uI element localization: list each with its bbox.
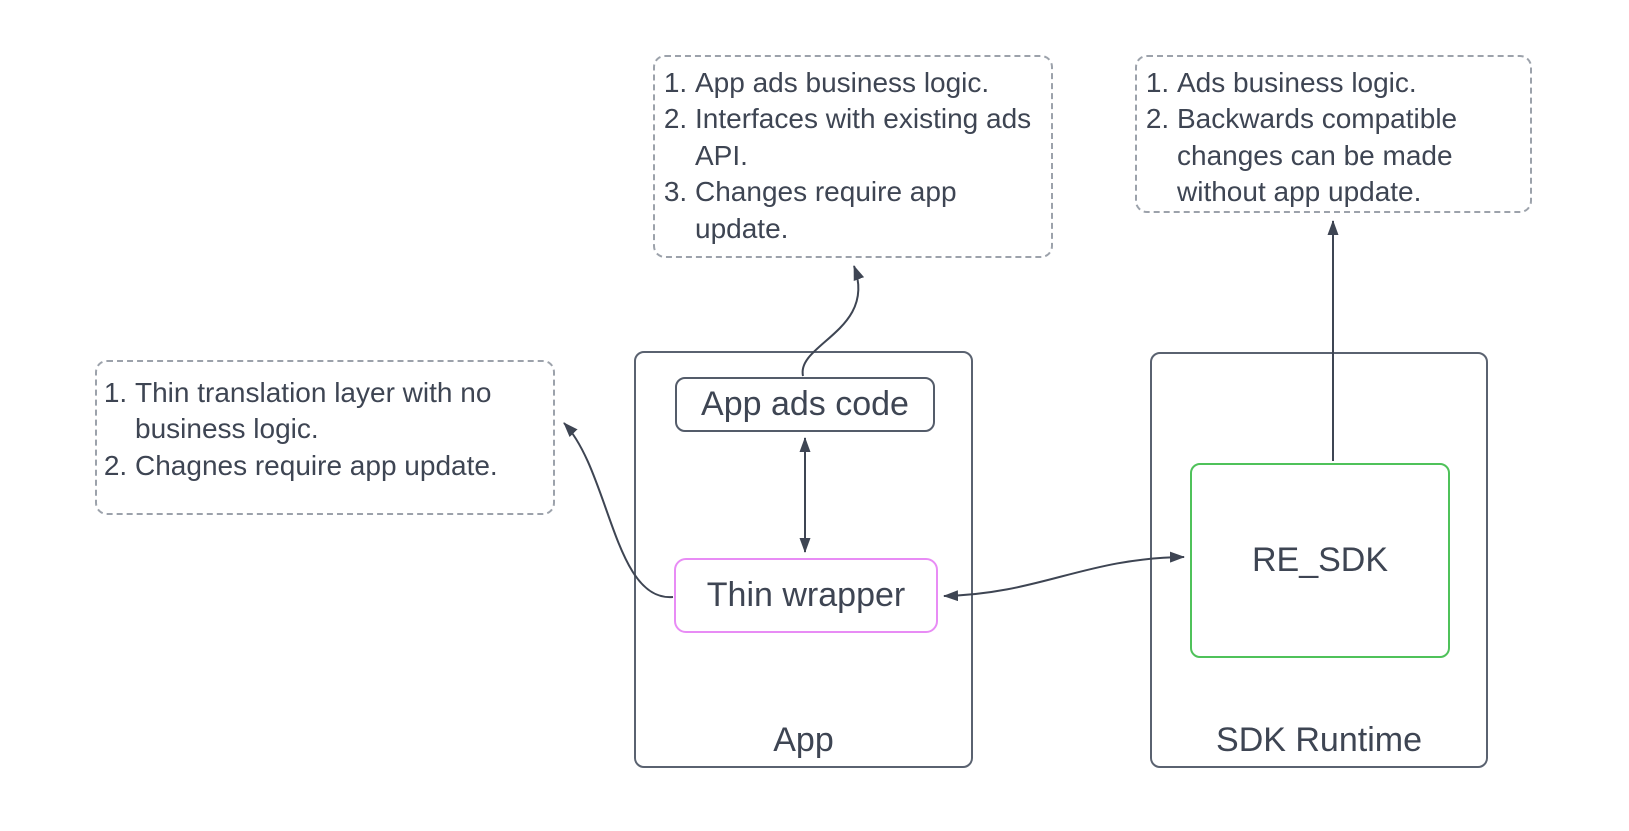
node-thin-wrapper: Thin wrapper xyxy=(674,558,938,633)
node-app-ads-code-label: App ads code xyxy=(701,385,909,423)
node-thin-wrapper-label: Thin wrapper xyxy=(706,576,906,614)
note-item: App ads business logic. xyxy=(695,65,1043,101)
node-re-sdk-label: RE_SDK xyxy=(1251,541,1389,579)
container-sdk-runtime-label: SDK Runtime xyxy=(1216,721,1422,759)
note-item: Backwards compatible changes can be made… xyxy=(1177,101,1522,210)
note-re-sdk-list: Ads business logic. Backwards compatible… xyxy=(1143,65,1522,211)
note-app-ads-code-list: App ads business logic. Interfaces with … xyxy=(661,65,1043,247)
note-item: Thin translation layer with no business … xyxy=(135,375,545,448)
node-re-sdk: RE_SDK xyxy=(1190,463,1450,658)
note-re-sdk: Ads business logic. Backwards compatible… xyxy=(1135,55,1532,213)
note-thin-wrapper-list: Thin translation layer with no business … xyxy=(103,375,545,484)
note-item: Changes require app update. xyxy=(695,174,1043,247)
node-app-ads-code: App ads code xyxy=(675,377,935,432)
arrow-thin-wrapper-re-sdk xyxy=(943,551,1185,602)
note-item: Chagnes require app update. xyxy=(135,448,545,484)
note-item: Interfaces with existing ads API. xyxy=(695,101,1043,174)
note-item: Ads business logic. xyxy=(1177,65,1522,101)
note-app-ads-code: App ads business logic. Interfaces with … xyxy=(653,55,1053,258)
container-app-label: App xyxy=(773,721,834,759)
note-thin-wrapper: Thin translation layer with no business … xyxy=(95,360,555,515)
